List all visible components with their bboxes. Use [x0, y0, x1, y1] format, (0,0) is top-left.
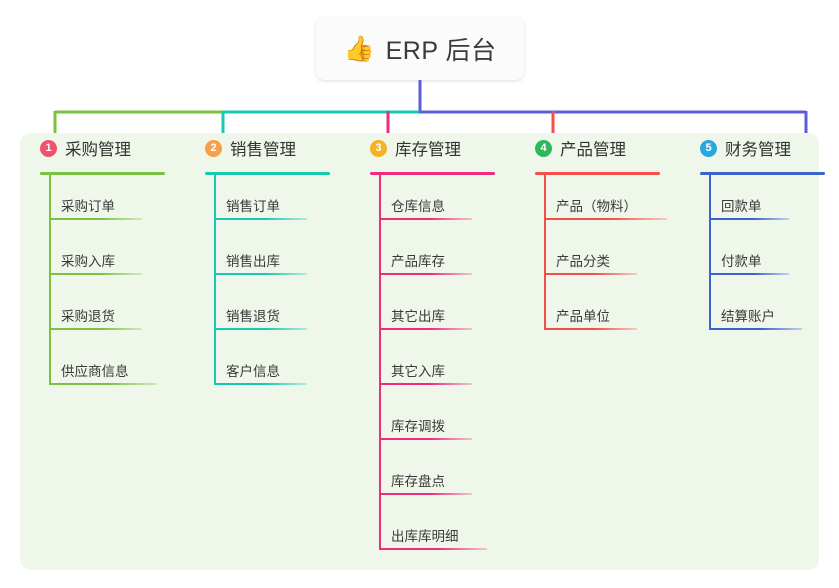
branch-item[interactable]: 产品库存	[379, 246, 472, 275]
branch-item[interactable]: 其它出库	[379, 301, 472, 330]
branch-badge-sales: 2	[205, 139, 222, 157]
branch-spine-product	[544, 175, 546, 330]
branch-item-rule	[709, 273, 789, 275]
branch-item-label: 采购退货	[61, 309, 115, 324]
branch-badge-product: 4	[535, 139, 552, 157]
branch-item-label: 产品单位	[556, 309, 610, 324]
branch-item-label: 库存盘点	[391, 474, 445, 489]
branch-item[interactable]: 采购退货	[49, 301, 142, 330]
branch-item[interactable]: 结算账户	[709, 301, 802, 330]
branch-item-label: 销售订单	[226, 199, 280, 214]
branch-item[interactable]: 库存调拨	[379, 411, 472, 440]
branch-item-label: 仓库信息	[391, 199, 445, 214]
branch-item-label: 采购入库	[61, 254, 115, 269]
branch-item-rule	[709, 328, 802, 330]
branch-item-rule	[544, 328, 637, 330]
branch-item[interactable]: 产品单位	[544, 301, 637, 330]
branch-item[interactable]: 出库库明细	[379, 521, 487, 550]
branch-item-label: 供应商信息	[61, 364, 129, 379]
branch-item-rule	[49, 218, 142, 220]
branch-item-rule	[214, 273, 307, 275]
branch-item-label: 销售出库	[226, 254, 280, 269]
branch-title-purchasing: 采购管理	[65, 141, 131, 159]
branch-header-finance[interactable]: 5 财务管理	[680, 133, 791, 163]
branch-item-label: 出库库明细	[391, 529, 459, 544]
branch-item-label: 其它出库	[391, 309, 445, 324]
branch-column-finance: 5 财务管理回款单付款单结算账户	[680, 133, 825, 330]
branch-column-inventory: 3 库存管理仓库信息产品库存其它出库其它入库库存调拨库存盘点出库库明细	[350, 133, 495, 550]
branch-item-label: 库存调拨	[391, 419, 445, 434]
branch-item[interactable]: 销售出库	[214, 246, 307, 275]
branch-item-rule	[214, 328, 307, 330]
branch-item-label: 结算账户	[721, 309, 775, 324]
branch-item-rule	[49, 273, 142, 275]
branch-item[interactable]: 采购订单	[49, 191, 142, 220]
branch-item-rule	[379, 438, 472, 440]
branch-item[interactable]: 采购入库	[49, 246, 142, 275]
branches-panel: 1 采购管理采购订单采购入库采购退货供应商信息 2 销售管理销售订单销售出库销售退货客…	[20, 133, 825, 570]
branch-rule-sales	[205, 172, 330, 175]
branch-item-rule	[214, 383, 307, 385]
branch-item-label: 客户信息	[226, 364, 280, 379]
branch-title-finance: 财务管理	[725, 141, 791, 159]
branch-item-label: 付款单	[721, 254, 762, 269]
branch-item-label: 产品库存	[391, 254, 445, 269]
branch-item-rule	[379, 218, 472, 220]
branch-item-label: 产品分类	[556, 254, 610, 269]
branch-badge-purchasing: 1	[40, 139, 57, 157]
branch-title-sales: 销售管理	[230, 141, 296, 159]
branch-item-rule	[379, 493, 472, 495]
branch-title-product: 产品管理	[560, 141, 626, 159]
branch-title-inventory: 库存管理	[395, 141, 461, 159]
branch-item[interactable]: 仓库信息	[379, 191, 472, 220]
branch-item-label: 销售退货	[226, 309, 280, 324]
branch-item-label: 产品（物料）	[556, 199, 637, 214]
branch-item-rule	[544, 218, 667, 220]
branch-spine-sales	[214, 175, 216, 385]
root-node[interactable]: 👍 ERP 后台	[316, 18, 524, 80]
branch-header-product[interactable]: 4 产品管理	[515, 133, 626, 163]
branch-column-product: 4 产品管理产品（物料） 产品分类产品单位	[515, 133, 667, 330]
branch-item[interactable]: 付款单	[709, 246, 789, 275]
branch-item-label: 其它入库	[391, 364, 445, 379]
branch-item-rule	[379, 328, 472, 330]
branch-item-rule	[544, 273, 637, 275]
branch-rule-product	[535, 172, 660, 175]
branch-item-rule	[49, 383, 157, 385]
branch-item[interactable]: 产品（物料）	[544, 191, 667, 220]
branch-item[interactable]: 销售退货	[214, 301, 307, 330]
thumbs-up-icon: 👍	[343, 34, 375, 63]
branch-badge-inventory: 3	[370, 139, 387, 157]
branch-column-sales: 2 销售管理销售订单销售出库销售退货客户信息	[185, 133, 330, 385]
branch-item[interactable]: 其它入库	[379, 356, 472, 385]
root-title: ERP 后台	[385, 37, 497, 65]
branch-item-rule	[379, 273, 472, 275]
branch-item-label: 采购订单	[61, 199, 115, 214]
branch-header-inventory[interactable]: 3 库存管理	[350, 133, 461, 163]
branch-item-rule	[214, 218, 307, 220]
branch-item[interactable]: 库存盘点	[379, 466, 472, 495]
branch-item-label: 回款单	[721, 199, 762, 214]
branch-spine-purchasing	[49, 175, 51, 385]
branch-spine-finance	[709, 175, 711, 330]
branch-badge-finance: 5	[700, 139, 717, 157]
branch-rule-inventory	[370, 172, 495, 175]
branch-rule-finance	[700, 172, 825, 175]
branch-rule-purchasing	[40, 172, 165, 175]
branch-spine-inventory	[379, 175, 381, 550]
branch-item[interactable]: 客户信息	[214, 356, 307, 385]
branch-item[interactable]: 产品分类	[544, 246, 637, 275]
branch-item-rule	[49, 328, 142, 330]
branch-item-rule	[379, 383, 472, 385]
branch-item[interactable]: 供应商信息	[49, 356, 157, 385]
branch-item[interactable]: 销售订单	[214, 191, 307, 220]
branch-item[interactable]: 回款单	[709, 191, 789, 220]
branch-header-sales[interactable]: 2 销售管理	[185, 133, 296, 163]
branch-item-rule	[709, 218, 789, 220]
branch-item-rule	[379, 548, 487, 550]
branch-header-purchasing[interactable]: 1 采购管理	[20, 133, 131, 163]
branch-column-purchasing: 1 采购管理采购订单采购入库采购退货供应商信息	[20, 133, 165, 385]
